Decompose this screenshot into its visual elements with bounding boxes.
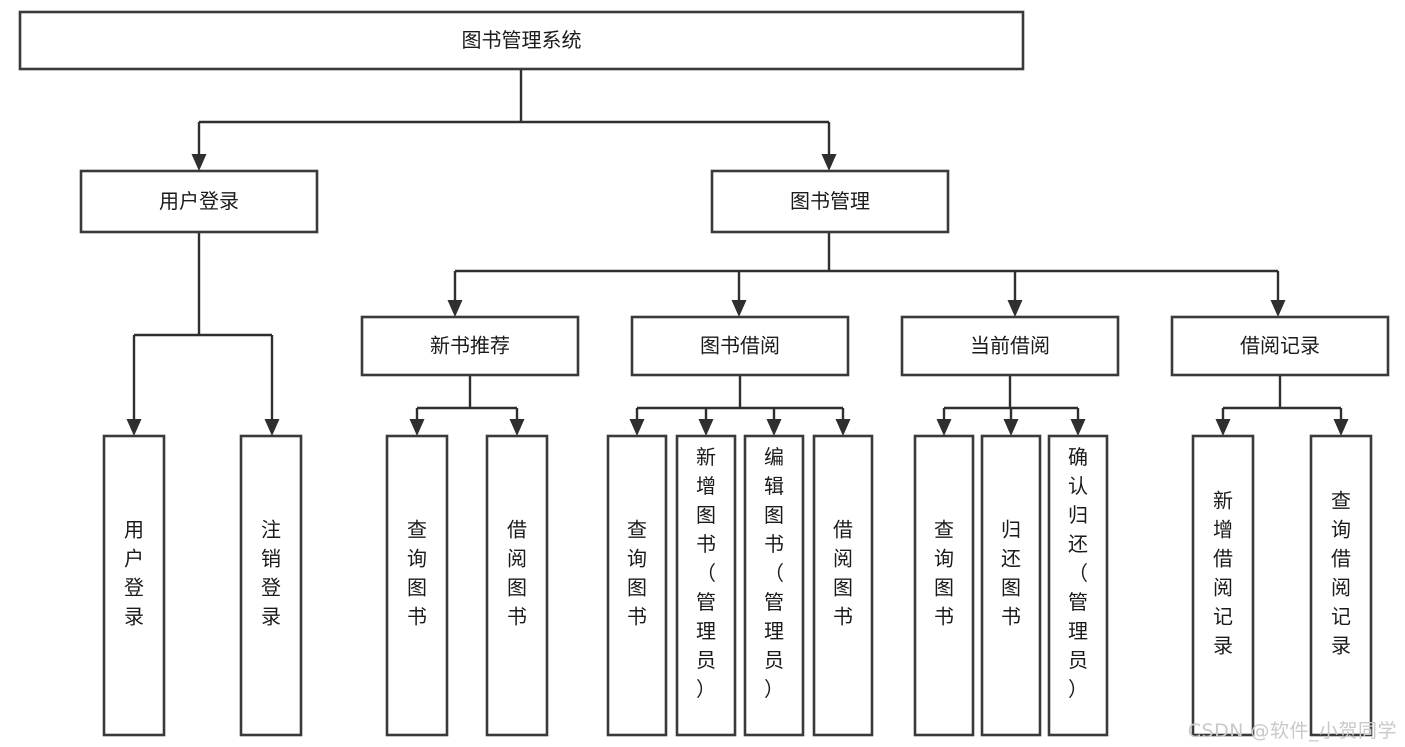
node-label-leaf-confirm-return: 确认归还（管理员） <box>1068 445 1088 701</box>
node-label-leaf-return-book: 归还图书 <box>1001 518 1021 629</box>
arrow-head-icon <box>766 419 782 436</box>
node-label-leaf-user-login: 用户登录 <box>124 518 144 629</box>
arrow-head-icon <box>1215 419 1231 436</box>
node-layer: 图书管理系统用户登录图书管理新书推荐图书借阅当前借阅借阅记录用户登录注销登录查询… <box>18 10 1390 737</box>
node-box-leaf-user-login[interactable] <box>102 434 166 737</box>
node-box-current-borrow[interactable] <box>900 315 1120 377</box>
node-leaf-confirm-return[interactable]: 确认归还（管理员） <box>1047 434 1109 737</box>
node-root[interactable]: 图书管理系统 <box>18 10 1025 71</box>
arrow-head-icon <box>264 419 280 436</box>
arrow-head-icon <box>1333 419 1349 436</box>
node-label-borrow-record: 借阅记录 <box>1240 334 1320 358</box>
node-box-leaf-confirm-return[interactable] <box>1047 434 1109 737</box>
node-label-leaf-edit-book: 编辑图书（管理员） <box>764 445 784 701</box>
node-label-leaf-query-book-3: 查询图书 <box>934 518 954 629</box>
arrow-head-icon <box>698 419 714 436</box>
node-box-user-login[interactable] <box>79 169 319 234</box>
node-box-book-borrow[interactable] <box>630 315 850 377</box>
node-leaf-edit-book[interactable]: 编辑图书（管理员） <box>743 434 805 737</box>
node-leaf-add-record[interactable]: 新增借阅记录 <box>1191 434 1255 737</box>
arrow-head-icon <box>447 300 463 317</box>
node-label-leaf-borrow-book-2: 借阅图书 <box>833 518 853 629</box>
node-box-leaf-borrow-book-1[interactable] <box>485 434 549 737</box>
node-box-leaf-add-record[interactable] <box>1191 434 1255 737</box>
node-box-root[interactable] <box>18 10 1025 71</box>
node-book-borrow[interactable]: 图书借阅 <box>630 315 850 377</box>
node-current-borrow[interactable]: 当前借阅 <box>900 315 1120 377</box>
node-box-borrow-record[interactable] <box>1170 315 1390 377</box>
node-label-book-borrow: 图书借阅 <box>700 334 780 358</box>
node-leaf-query-book-3[interactable]: 查询图书 <box>913 434 975 737</box>
node-leaf-user-login[interactable]: 用户登录 <box>102 434 166 737</box>
arrow-head-icon <box>835 419 851 436</box>
node-label-leaf-add-record: 新增借阅记录 <box>1213 489 1233 658</box>
node-label-user-login: 用户登录 <box>159 189 239 213</box>
node-box-leaf-add-book[interactable] <box>675 434 737 737</box>
node-leaf-query-book-1[interactable]: 查询图书 <box>385 434 449 737</box>
node-label-leaf-borrow-book-1: 借阅图书 <box>507 518 527 629</box>
node-label-leaf-query-record: 查询借阅记录 <box>1331 489 1351 658</box>
node-label-leaf-query-book-1: 查询图书 <box>407 518 427 629</box>
node-box-leaf-query-book-3[interactable] <box>913 434 975 737</box>
node-leaf-query-book-2[interactable]: 查询图书 <box>606 434 668 737</box>
node-box-leaf-return-book[interactable] <box>980 434 1042 737</box>
node-box-leaf-edit-book[interactable] <box>743 434 805 737</box>
arrow-head-icon <box>409 419 425 436</box>
node-label-book-manage: 图书管理 <box>790 189 870 213</box>
node-leaf-logout[interactable]: 注销登录 <box>239 434 303 737</box>
node-leaf-return-book[interactable]: 归还图书 <box>980 434 1042 737</box>
node-user-login[interactable]: 用户登录 <box>79 169 319 234</box>
arrow-head-icon <box>731 300 747 317</box>
node-label-leaf-logout: 注销登录 <box>261 518 281 629</box>
node-label-new-book-recommend: 新书推荐 <box>430 334 510 358</box>
arrow-head-icon <box>1007 300 1023 317</box>
node-box-leaf-query-record[interactable] <box>1309 434 1373 737</box>
node-book-manage[interactable]: 图书管理 <box>710 169 950 234</box>
arrow-head-icon <box>1270 300 1286 317</box>
node-label-root: 图书管理系统 <box>462 28 582 52</box>
arrow-head-icon <box>821 154 837 171</box>
node-leaf-borrow-book-1[interactable]: 借阅图书 <box>485 434 549 737</box>
node-borrow-record[interactable]: 借阅记录 <box>1170 315 1390 377</box>
node-label-current-borrow: 当前借阅 <box>970 334 1050 358</box>
arrow-head-icon <box>126 419 142 436</box>
arrow-head-icon <box>936 419 952 436</box>
node-box-book-manage[interactable] <box>710 169 950 234</box>
node-label-leaf-add-book: 新增图书（管理员） <box>696 445 716 701</box>
arrow-head-icon <box>509 419 525 436</box>
arrow-head-icon <box>1003 419 1019 436</box>
connector-layer <box>126 69 1349 436</box>
node-box-leaf-logout[interactable] <box>239 434 303 737</box>
node-leaf-add-book[interactable]: 新增图书（管理员） <box>675 434 737 737</box>
node-leaf-borrow-book-2[interactable]: 借阅图书 <box>812 434 874 737</box>
arrow-head-icon <box>629 419 645 436</box>
node-box-leaf-query-book-1[interactable] <box>385 434 449 737</box>
node-box-leaf-query-book-2[interactable] <box>606 434 668 737</box>
csdn-watermark: CSDN @软件_小贺同学 <box>1187 720 1397 742</box>
node-label-leaf-query-book-2: 查询图书 <box>627 518 647 629</box>
node-box-leaf-borrow-book-2[interactable] <box>812 434 874 737</box>
node-new-book-recommend[interactable]: 新书推荐 <box>360 315 580 377</box>
node-box-new-book-recommend[interactable] <box>360 315 580 377</box>
node-leaf-query-record[interactable]: 查询借阅记录 <box>1309 434 1373 737</box>
arrow-head-icon <box>191 154 207 171</box>
arrow-head-icon <box>1070 419 1086 436</box>
